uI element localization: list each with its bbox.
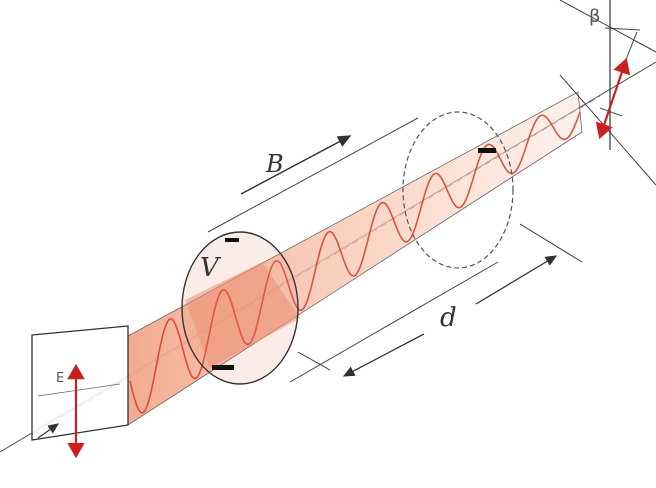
rotated-polarization-arrow (595, 57, 631, 140)
cylinder-near-face (181, 231, 299, 385)
cylinder-far-face (402, 111, 514, 269)
input-polarizer: E (31, 325, 129, 459)
faraday-medium-cylinder (181, 111, 514, 385)
rotation-angle-label: β (589, 6, 601, 27)
light-wave (129, 111, 581, 414)
output-analyzer: β (559, 0, 656, 186)
magnetic-field-indicator: B (240, 135, 352, 195)
cylinder-mark-left (225, 238, 239, 242)
cylinder-mark-top (478, 148, 496, 153)
verdet-constant-label: V (200, 253, 221, 283)
cylinder-mark-bottom (212, 365, 234, 370)
magnetic-field-label: B (265, 150, 284, 178)
length-label: d (440, 303, 457, 333)
input-polarization-label: E (56, 371, 64, 386)
length-dimension: d (297, 223, 583, 377)
